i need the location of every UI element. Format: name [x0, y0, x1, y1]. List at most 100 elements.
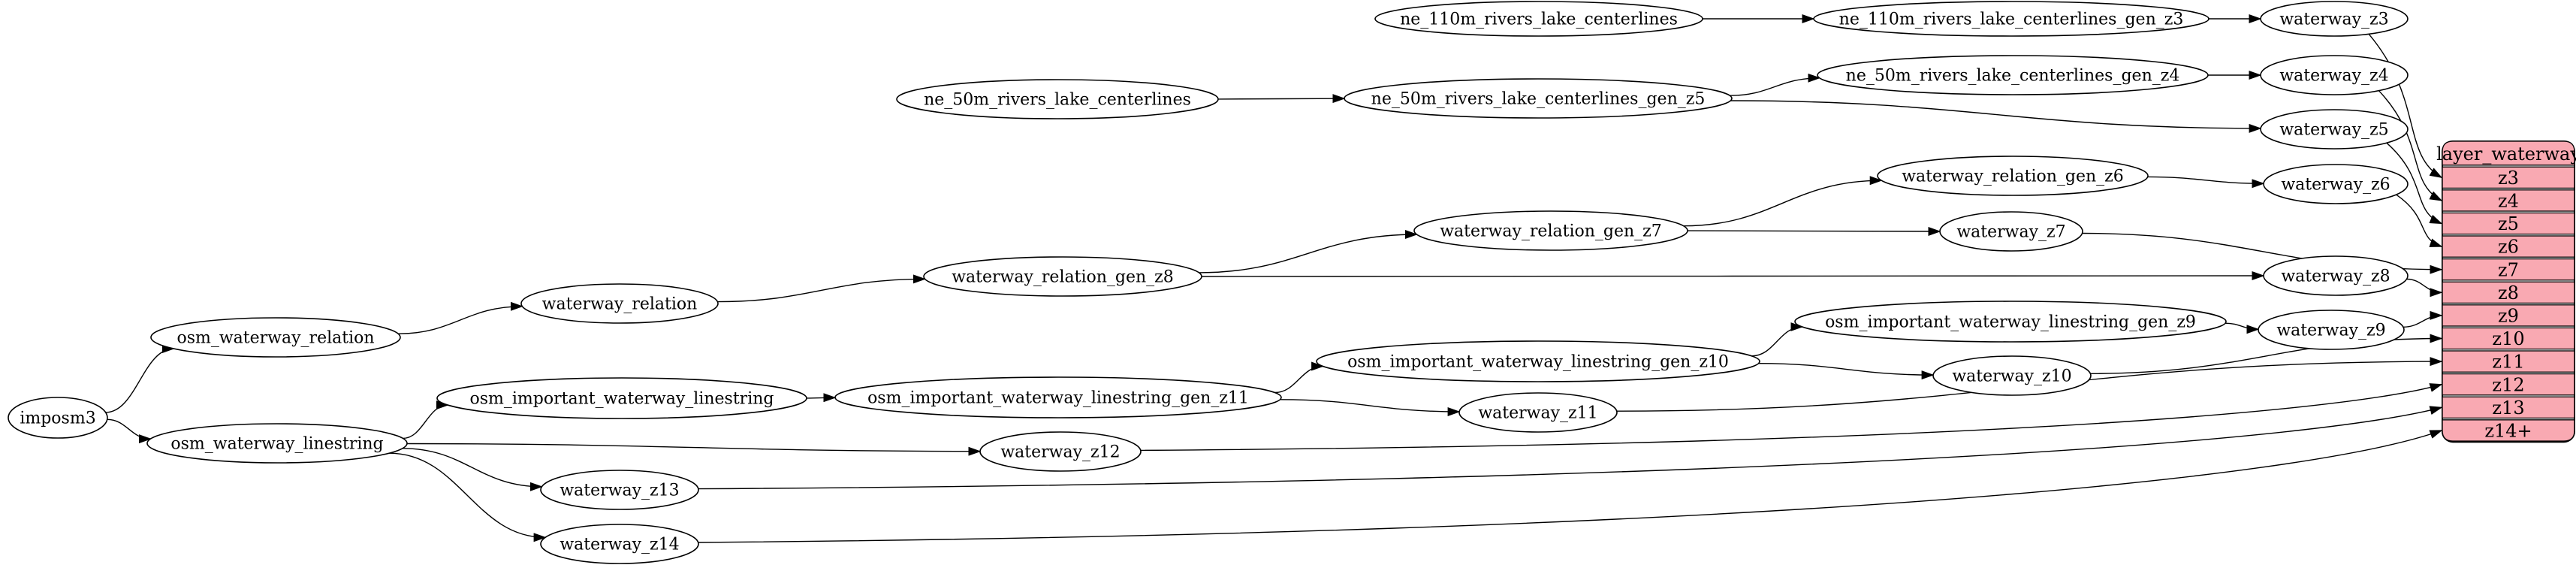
edge-waterway-relation-gen-z8--waterway-relation-gen-z7	[1199, 230, 1418, 273]
edge-waterway-z14--layer-waterway-z14	[698, 430, 2443, 543]
node-label: ne_110m_rivers_lake_centerlines	[1400, 10, 1678, 29]
node-ellipse	[150, 317, 401, 358]
node-waterway-z9: waterway_z9	[2258, 310, 2405, 350]
edge-osm-waterway-linestring--waterway-z13	[402, 448, 543, 491]
table-row-z5	[2442, 212, 2575, 235]
node-label: waterway_z10	[1952, 367, 2071, 385]
table-row-label: z7	[2498, 259, 2519, 280]
node-ellipse	[1413, 210, 1688, 251]
node-label: osm_waterway_relation	[176, 328, 374, 347]
node-ellipse	[1813, 1, 2210, 37]
node-ellipse	[1939, 211, 2083, 252]
node-waterway-z12: waterway_z12	[979, 431, 1142, 472]
node-waterway-z13: waterway_z13	[540, 470, 699, 510]
node-osm-important-waterway-linestring-gen-z11: osm_important_waterway_linestring_gen_z1…	[834, 376, 1282, 418]
edge-imposm3--osm-waterway-relation	[105, 344, 175, 413]
node-waterway-relation: waterway_relation	[520, 283, 719, 324]
edge-osm-waterway-linestring--waterway-z14	[389, 452, 547, 542]
node-ellipse	[520, 283, 719, 324]
node-label: ne_110m_rivers_lake_centerlines_gen_z3	[1839, 10, 2184, 29]
table-row-label: z6	[2498, 237, 2519, 258]
node-waterway-z14: waterway_z14	[540, 524, 699, 564]
table-row-label: z10	[2492, 328, 2524, 349]
node-waterway-relation-gen-z7: waterway_relation_gen_z7	[1413, 210, 1688, 251]
node-waterway-relation-gen-z6: waterway_relation_gen_z6	[1877, 156, 2149, 196]
node-ellipse	[979, 431, 1142, 472]
node-ellipse	[923, 256, 1202, 297]
table-row-label: z3	[2498, 168, 2519, 189]
node-ellipse	[1458, 392, 1618, 433]
edge-ne-50m-rivers-lake-centerlines--ne-50m-rivers-lake-centerlines-gen-z5	[1217, 94, 1346, 104]
node-ellipse	[1932, 355, 2092, 396]
node-label: waterway_relation_gen_z6	[1902, 167, 2124, 186]
node-ellipse	[146, 423, 408, 464]
node-waterway-relation-gen-z8: waterway_relation_gen_z8	[923, 256, 1202, 297]
node-waterway-z10: waterway_z10	[1932, 355, 2092, 396]
node-ne-110m-rivers-lake-centerlines-gen-z3: ne_110m_rivers_lake_centerlines_gen_z3	[1813, 1, 2210, 37]
edge-waterway-z13--layer-waterway-z13	[698, 406, 2443, 490]
edge-osm-waterway-relation--waterway-relation	[398, 301, 523, 334]
node-ellipse	[1344, 78, 1733, 119]
node-waterway-z7: waterway_z7	[1939, 211, 2083, 252]
node-ellipse	[2263, 255, 2409, 296]
table-row-label: z8	[2498, 282, 2519, 304]
table-row-label: z5	[2498, 213, 2519, 234]
edge-waterway-z12--layer-waterway-z12	[1140, 383, 2443, 452]
node-ellipse	[2258, 310, 2405, 350]
table-row-label: z4	[2498, 191, 2519, 212]
node-ne-110m-rivers-lake-centerlines: ne_110m_rivers_lake_centerlines	[1374, 1, 1703, 37]
table-row-z9	[2442, 304, 2575, 327]
node-label: osm_important_waterway_linestring_gen_z1…	[1347, 352, 1729, 371]
table-row-label: z9	[2498, 306, 2519, 327]
table-row-label: z14+	[2484, 421, 2532, 442]
node-label: waterway_relation_gen_z7	[1440, 222, 1662, 240]
node-label: ne_50m_rivers_lake_centerlines_gen_z5	[1371, 89, 1706, 108]
edge-osm-waterway-linestring--osm-important-waterway-linestring	[403, 400, 449, 440]
node-ellipse	[8, 397, 108, 439]
edge-osm-waterway-linestring--waterway-z12	[406, 443, 982, 456]
node-label: waterway_z3	[2279, 10, 2388, 29]
node-osm-important-waterway-linestring: osm_important_waterway_linestring	[436, 377, 807, 419]
node-osm-important-waterway-linestring-gen-z9: osm_important_waterway_linestring_gen_z9	[1794, 301, 2227, 343]
edge-waterway-relation--waterway-relation-gen-z8	[717, 274, 926, 303]
node-label: waterway_z5	[2279, 120, 2388, 139]
node-osm-important-waterway-linestring-gen-z10: osm_important_waterway_linestring_gen_z1…	[1316, 340, 1760, 382]
table-row-z10	[2442, 327, 2575, 350]
node-ellipse	[1817, 55, 2209, 95]
node-label: ne_50m_rivers_lake_centerlines_gen_z4	[1846, 66, 2180, 85]
node-imposm3: imposm3	[8, 397, 108, 439]
edge-osm-important-waterway-linestring-gen-z10--osm-important-waterway-linestring-gen-z9	[1751, 322, 1804, 357]
edge-osm-important-waterway-linestring-gen-z11--waterway-z11	[1280, 399, 1461, 416]
node-ellipse	[540, 524, 699, 564]
node-waterway-z5: waterway_z5	[2260, 109, 2409, 150]
edge-waterway-z4--layer-waterway-z4	[2378, 90, 2443, 201]
edge-waterway-z3--layer-waterway-z3	[2368, 33, 2443, 179]
node-ellipse	[1877, 156, 2149, 196]
node-label: osm_waterway_linestring	[170, 434, 383, 453]
node-label: waterway_z9	[2276, 321, 2385, 340]
node-waterway-z4: waterway_z4	[2260, 55, 2409, 95]
node-label: waterway_z11	[1478, 403, 1597, 422]
table-header	[2442, 140, 2575, 166]
node-ellipse	[834, 376, 1282, 418]
table-row-z4	[2442, 189, 2575, 212]
edge-osm-important-waterway-linestring-gen-z10--waterway-z10	[1758, 363, 1935, 380]
node-label: osm_important_waterway_linestring_gen_z9	[1825, 313, 2196, 331]
table-layer-waterway: layer_waterwayz3z4z5z6z7z8z9z10z11z12z13…	[2436, 140, 2576, 443]
node-label: waterway_z12	[1000, 443, 1120, 461]
node-label: waterway_z4	[2279, 66, 2388, 85]
node-ne-50m-rivers-lake-centerlines: ne_50m_rivers_lake_centerlines	[896, 79, 1219, 119]
edge-osm-important-waterway-linestring-gen-z9--waterway-z9	[2225, 322, 2260, 334]
node-label: imposm3	[20, 409, 95, 428]
edge-waterway-relation-gen-z6--waterway-z6	[2147, 176, 2265, 189]
node-label: waterway_relation_gen_z8	[952, 267, 1174, 286]
edges	[105, 14, 2443, 543]
node-ellipse	[2263, 164, 2409, 204]
edge-osm-important-waterway-linestring-gen-z11--osm-important-waterway-linestring-gen-z10	[1274, 361, 1325, 394]
node-waterway-z8: waterway_z8	[2263, 255, 2409, 296]
node-ellipse	[1374, 1, 1703, 37]
node-label: waterway_z6	[2281, 175, 2390, 194]
node-ellipse	[2260, 1, 2409, 37]
node-ne-50m-rivers-lake-centerlines-gen-z4: ne_50m_rivers_lake_centerlines_gen_z4	[1817, 55, 2209, 95]
